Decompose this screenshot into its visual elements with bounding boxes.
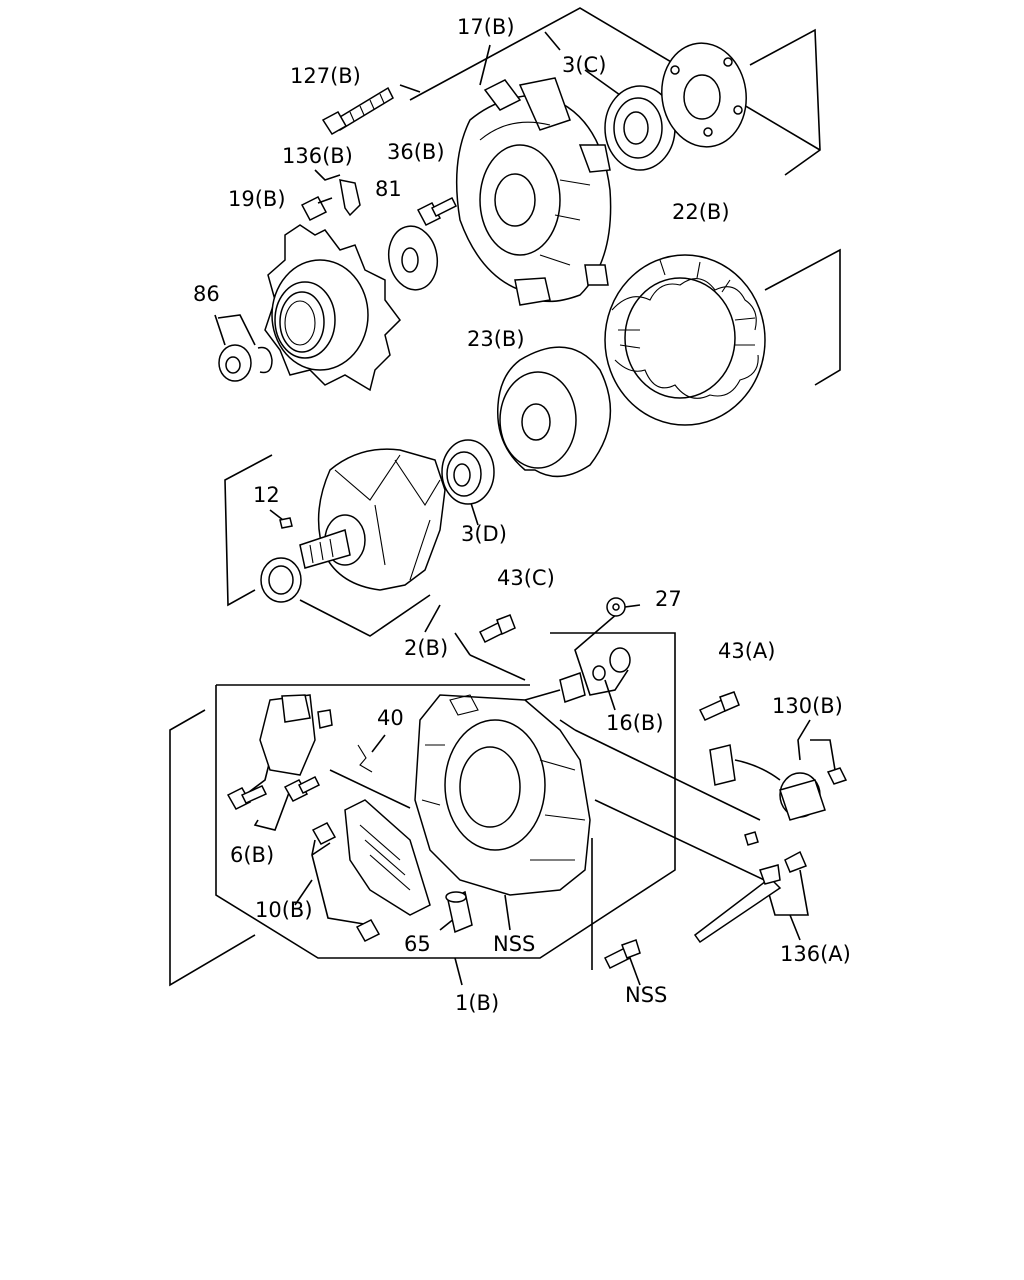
label-12: 12 (253, 483, 280, 507)
rotor-2b (260, 448, 446, 603)
label-65: 65 (404, 932, 431, 956)
label-6b: 6(B) (230, 843, 274, 867)
label-22b: 22(B) (672, 200, 730, 224)
stator-22b (604, 254, 766, 426)
label-19b: 19(B) (228, 187, 286, 211)
label-36b: 36(B) (387, 140, 445, 164)
part-labels: 17(B) 3(C) 127(B) 136(B) 36(B) 81 19(B) … (193, 15, 851, 1015)
label-2b: 2(B) (404, 636, 448, 660)
nut-27 (606, 597, 626, 617)
bar-136a (693, 850, 807, 944)
label-nss-upper: NSS (493, 932, 535, 956)
label-17b: 17(B) (457, 15, 515, 39)
label-10b: 10(B) (255, 898, 313, 922)
retainer-plate (661, 42, 747, 148)
front-housing-17b (455, 77, 612, 306)
key-12 (279, 517, 293, 529)
clip-40 (357, 744, 373, 773)
screw-43c (478, 614, 516, 644)
spacer-65 (445, 890, 473, 934)
label-130b: 130(B) (772, 694, 843, 718)
screws-6b (226, 775, 321, 810)
rectifier-10b (311, 799, 431, 942)
label-43c: 43(C) (497, 566, 555, 590)
label-16b: 16(B) (606, 711, 664, 735)
label-3c: 3(C) (562, 53, 606, 77)
label-81: 81 (375, 177, 402, 201)
terminal-16b (559, 647, 631, 703)
rear-housing-1b (414, 694, 591, 896)
label-1b: 1(B) (455, 991, 499, 1015)
nut-86 (214, 314, 273, 382)
screw-36b (416, 196, 458, 226)
label-86: 86 (193, 282, 220, 306)
brush-holder (259, 694, 333, 776)
label-136b: 136(B) (282, 144, 353, 168)
bearing-3d (441, 439, 495, 505)
bolt-127b (321, 86, 394, 136)
screw-nss (603, 939, 641, 970)
field-coil-23b (496, 346, 612, 478)
bearing-3c (604, 85, 676, 171)
label-136a: 136(A) (780, 942, 851, 966)
sensor-130b (709, 744, 848, 846)
label-nss-lower: NSS (625, 983, 667, 1007)
screw-136b (300, 179, 361, 221)
label-23b: 23(B) (467, 327, 525, 351)
label-3d: 3(D) (461, 522, 507, 546)
spacer-81 (387, 225, 439, 291)
label-27: 27 (655, 587, 682, 611)
label-43a: 43(A) (718, 639, 775, 663)
screw-43a (698, 691, 740, 721)
fan-19b (264, 224, 401, 392)
label-40: 40 (377, 706, 404, 730)
label-127b: 127(B) (290, 64, 361, 88)
